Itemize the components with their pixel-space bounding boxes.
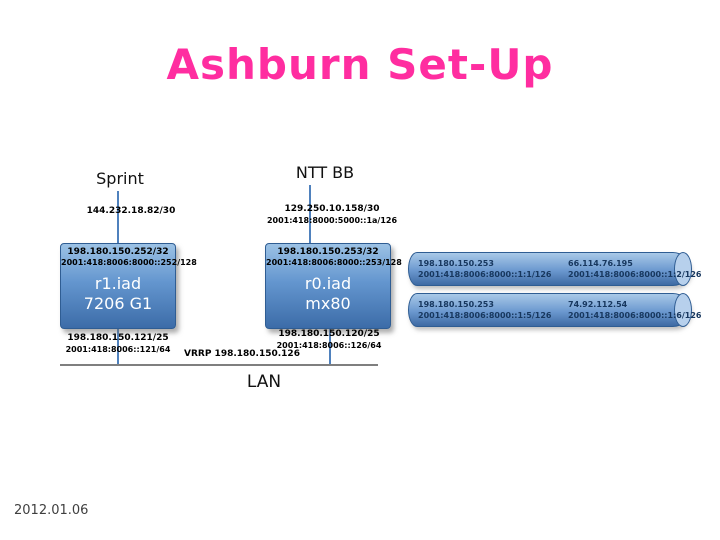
uplink-line-sprint — [117, 191, 119, 243]
r1-wan-ipv4: 198.180.150.252/32 — [67, 247, 169, 257]
tunnel1-right-ipv4: 66.114.76.195 — [568, 259, 633, 268]
ntt-uplink-ipv4: 129.250.10.158/30 — [284, 204, 380, 214]
downlink-line-r1 — [117, 329, 119, 365]
sprint-uplink-ipv4: 144.232.18.82/30 — [86, 206, 176, 216]
tunnel-cylinder-2: 198.180.150.253 2001:418:8006:8000::1:5/… — [408, 293, 701, 327]
cylinder1-end-cap — [674, 252, 692, 286]
router-box-r0: 198.180.150.253/32 2001:418:8006:8000::2… — [265, 243, 402, 329]
tunnel1-left-ipv4: 198.180.150.253 — [418, 259, 494, 268]
r1-wan-ipv6: 2001:418:8006:8000::252/128 — [61, 258, 197, 267]
r0-wan-ipv6: 2001:418:8006:8000::253/128 — [266, 258, 402, 267]
r1-lan-ipv4: 198.180.150.121/25 — [67, 333, 169, 343]
ntt-uplink-ip-block: 129.250.10.158/30 2001:418:8000:5000::1a… — [266, 204, 398, 226]
tunnel1-left-ipv6: 2001:418:8006:8000::1:1/126 — [418, 270, 552, 279]
tunnel2-right-ipv6: 2001:418:8006:8000::1:6/126 — [568, 311, 702, 320]
isp-label-ntt: NTT BB — [295, 163, 355, 182]
tunnel2-right-endpoint: 74.92.112.54 2001:418:8006:8000::1:6/126 — [568, 299, 701, 321]
tunnel1-left-endpoint: 198.180.150.253 2001:418:8006:8000::1:1/… — [418, 258, 551, 280]
lan-label: LAN — [246, 372, 282, 392]
downlink-line-r0 — [329, 329, 331, 365]
vrrp-label: VRRP 198.180.150.126 — [184, 349, 300, 359]
r0-lan-ipv4: 198.180.150.120/25 — [278, 329, 380, 339]
cylinder2-body — [408, 293, 690, 327]
tunnel2-right-ipv4: 74.92.112.54 — [568, 300, 628, 309]
cylinder1-body — [408, 252, 690, 286]
isp-label-sprint: Sprint — [96, 169, 144, 188]
uplink-line-ntt — [309, 185, 311, 243]
r0-wan-ipv4: 198.180.150.253/32 — [277, 247, 379, 257]
tunnel1-right-ipv6: 2001:418:8006:8000::1:2/126 — [568, 270, 702, 279]
slide-date: 2012.01.06 — [14, 503, 89, 518]
tunnel2-left-ipv6: 2001:418:8006:8000::1:5/126 — [418, 311, 552, 320]
r0-model: mx80 — [305, 294, 351, 313]
tunnel1-right-endpoint: 66.114.76.195 2001:418:8006:8000::1:2/12… — [568, 258, 701, 280]
r1-lan-ipv6: 2001:418:8006::121/64 — [65, 345, 171, 354]
r1-model: 7206 G1 — [83, 294, 153, 313]
tunnel2-left-endpoint: 198.180.150.253 2001:418:8006:8000::1:5/… — [418, 299, 551, 321]
ntt-uplink-ipv6: 2001:418:8000:5000::1a/126 — [266, 216, 398, 225]
tunnel-cylinder-1: 198.180.150.253 2001:418:8006:8000::1:1/… — [408, 252, 701, 286]
r1-name: r1.iad — [94, 274, 142, 293]
router-box-r1: 198.180.150.252/32 2001:418:8006:8000::2… — [60, 243, 197, 329]
r0-lan-ipv6: 2001:418:8006::126/64 — [276, 341, 382, 350]
r0-name: r0.iad — [304, 274, 352, 293]
r1-lan-ip-block: 198.180.150.121/25 2001:418:8006::121/64 — [61, 333, 175, 355]
lan-line — [60, 364, 378, 366]
cylinder2-end-cap — [674, 293, 692, 327]
tunnel2-left-ipv4: 198.180.150.253 — [418, 300, 494, 309]
slide-title: Ashburn Set-Up — [166, 40, 554, 89]
r0-lan-ip-block: 198.180.150.120/25 2001:418:8006::126/64 — [266, 329, 392, 351]
